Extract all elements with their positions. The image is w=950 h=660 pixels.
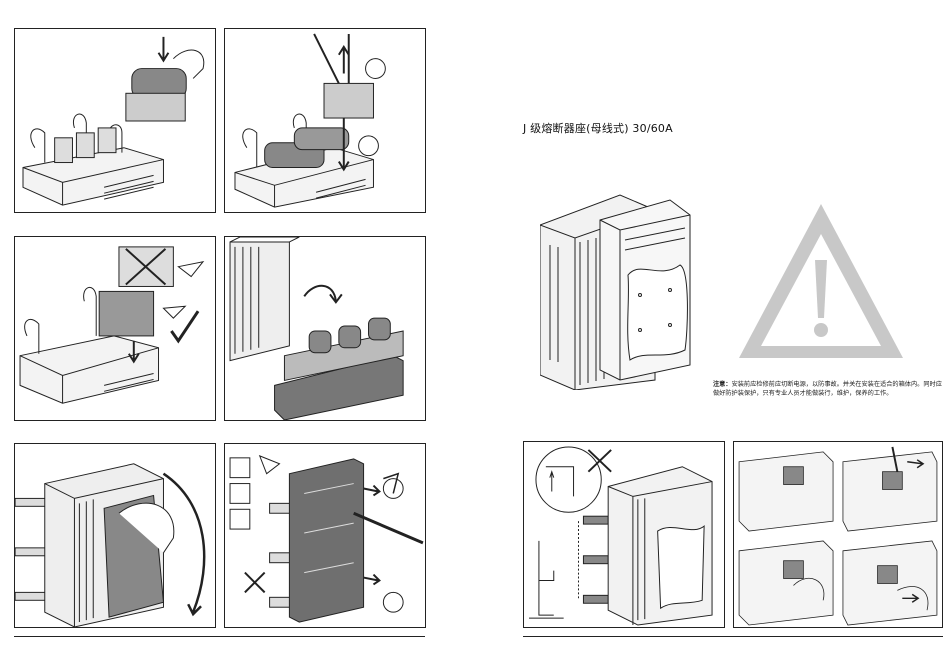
step-panel-2: [224, 28, 426, 213]
illustration-screwdriver-release: [225, 444, 425, 627]
step-panel-1: [14, 28, 216, 213]
document-title: J 级熔断器座(母线式) 30/60A: [523, 120, 673, 136]
illustration-hinged-holder: [225, 237, 425, 420]
step-panel-7: [523, 441, 725, 628]
page-bottom-rule-right: [523, 636, 943, 637]
product-illustration: [540, 190, 700, 390]
illustration-fuse-insertion: [15, 29, 215, 212]
illustration-rail-mounting: [524, 442, 724, 627]
step-panel-3: [14, 236, 216, 421]
step-panel-5: [14, 443, 216, 628]
note-label: 注意：: [713, 381, 732, 388]
illustration-accessory-steps: [734, 442, 942, 627]
page-bottom-rule: [14, 636, 425, 637]
step-panel-6: [224, 443, 426, 628]
safety-note: 注意：安装前应检修前应切断电源，以防事故。并关在安装在适合的箱体内。同时应 做好…: [713, 380, 943, 398]
note-text: 安装前应检修前应切断电源，以防事故。并关在安装在适合的箱体内。同时应 做好防护装…: [713, 381, 942, 397]
illustration-closing-cover: [15, 444, 215, 627]
illustration-orientation: [15, 237, 215, 420]
warning-triangle-icon: [735, 200, 907, 362]
illustration-fuse-removal: [225, 29, 425, 212]
step-panel-4: [224, 236, 426, 421]
cross-mark-icon: [245, 573, 265, 593]
step-panel-8: [733, 441, 943, 628]
